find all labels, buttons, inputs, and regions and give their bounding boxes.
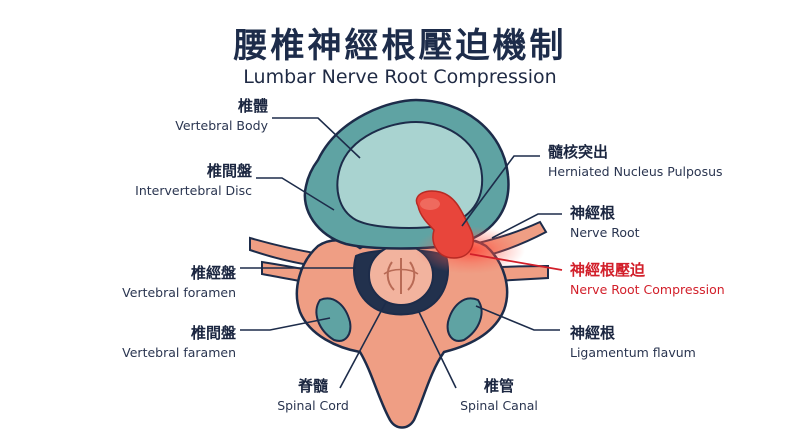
label-vertebral-faramen-en: Vertebral faramen	[122, 345, 236, 361]
right-facet	[446, 297, 483, 342]
leader-spinal-canal	[417, 309, 457, 389]
label-ligamentum-flavum: 神經根 Ligamentum flavum	[570, 324, 750, 361]
label-spinal-cord-en: Spinal Cord	[277, 398, 349, 414]
label-intervertebral-disc: 椎間盤 Intervertebral Disc	[110, 162, 252, 199]
label-spinal-cord-zh: 脊髓	[297, 377, 328, 395]
label-herniated-nucleus-en: Herniated Nucleus Pulposus	[548, 164, 723, 180]
label-vertebral-foramen: 椎經盤 Vertebral foramen	[100, 264, 236, 301]
label-vertebral-body-zh: 椎體	[237, 97, 268, 115]
label-vertebral-foramen-en: Vertebral foramen	[122, 285, 236, 301]
label-ligamentum-flavum-zh: 神經根	[570, 324, 616, 342]
leader-herniated	[461, 155, 540, 227]
leader-nerve-root-compression	[469, 253, 563, 271]
leader-vertebral-faramen	[240, 317, 331, 331]
leader-ligamentum	[475, 305, 560, 331]
leader-nerve-root	[491, 213, 562, 239]
label-intervertebral-disc-zh: 椎間盤	[206, 162, 252, 180]
label-nerve-root-en: Nerve Root	[570, 225, 640, 241]
label-spinal-canal: 椎管 Spinal Canal	[444, 377, 554, 414]
leader-vertebral-body	[272, 117, 361, 159]
label-nerve-root: 神經根 Nerve Root	[570, 204, 720, 241]
leader-lines	[240, 117, 562, 389]
label-vertebral-foramen-zh: 椎經盤	[190, 264, 236, 282]
label-vertebral-body: 椎體 Vertebral Body	[150, 97, 268, 134]
label-spinal-canal-zh: 椎管	[483, 377, 514, 395]
label-nerve-root-compression-en: Nerve Root Compression	[570, 282, 725, 298]
label-herniated-nucleus: 髓核突出 Herniated Nucleus Pulposus	[548, 143, 748, 180]
page-title: 腰椎神經根壓迫機制	[233, 26, 567, 66]
label-nerve-root-compression: 神經根壓迫 Nerve Root Compression	[570, 261, 780, 298]
label-herniated-nucleus-zh: 髓核突出	[548, 143, 609, 161]
label-vertebral-faramen-zh: 椎間盤	[190, 324, 236, 342]
label-spinal-cord: 脊髓 Spinal Cord	[258, 377, 368, 414]
leader-intervertebral-disc	[256, 177, 335, 211]
label-nerve-root-compression-zh: 神經根壓迫	[570, 261, 646, 279]
label-spinal-canal-en: Spinal Canal	[460, 398, 538, 414]
leader-spinal-cord	[339, 301, 387, 389]
label-intervertebral-disc-en: Intervertebral Disc	[135, 183, 252, 199]
label-ligamentum-flavum-en: Ligamentum flavum	[570, 345, 696, 361]
label-nerve-root-zh: 神經根	[570, 204, 616, 222]
label-vertebral-faramen: 椎間盤 Vertebral faramen	[100, 324, 236, 361]
page-subtitle: Lumbar Nerve Root Compression	[243, 66, 557, 88]
label-vertebral-body-en: Vertebral Body	[175, 118, 268, 134]
